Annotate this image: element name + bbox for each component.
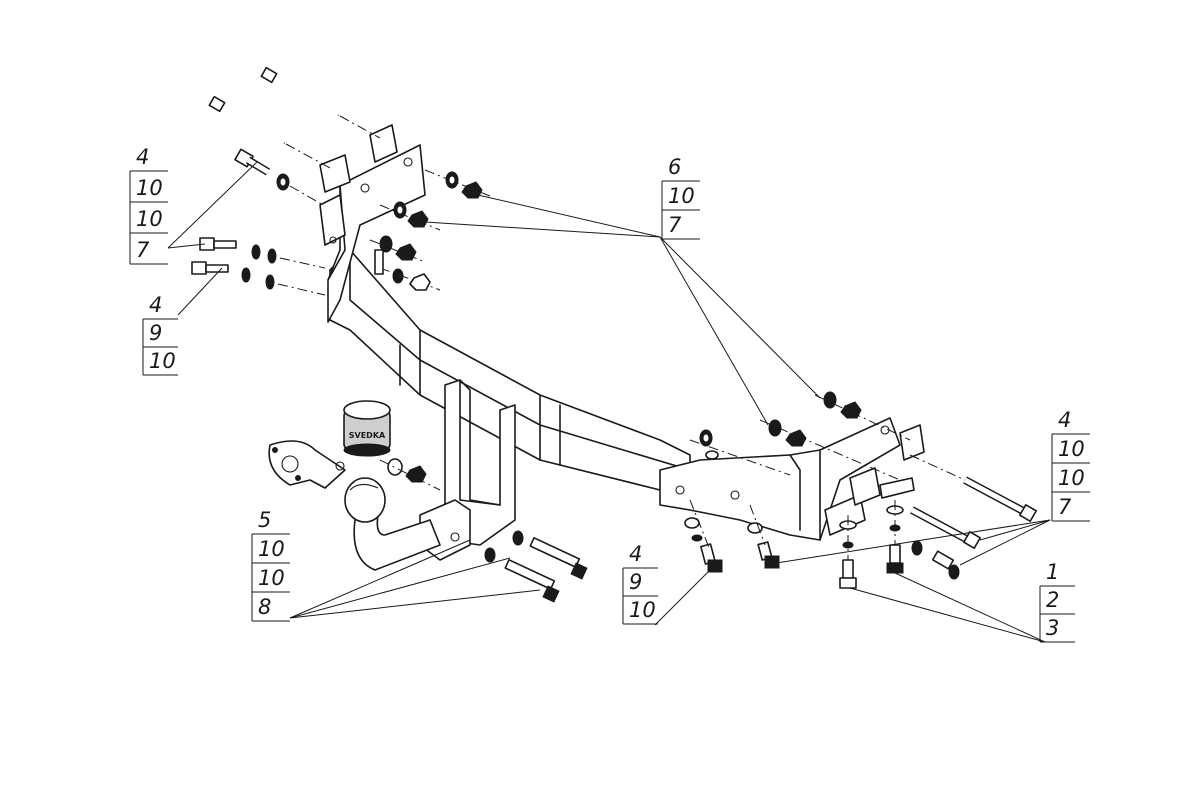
callout-bottom-left: 5 10 10 8 [251, 508, 290, 622]
callout-number: 10 [258, 537, 285, 561]
electrical-socket: SVEDKA [343, 400, 391, 457]
tow-ball-neck [344, 477, 441, 571]
callout-number: 10 [1058, 466, 1085, 490]
callout-number: 3 [1046, 616, 1059, 640]
callout-mid-left: 4 9 10 [142, 293, 178, 376]
bolt-bottom-middle [684, 499, 780, 573]
nut-washer-set [369, 169, 491, 291]
callout-number: 10 [258, 566, 285, 590]
callout-number: 5 [258, 508, 271, 532]
callout-number: 7 [1058, 495, 1072, 519]
callout-number: 4 [1058, 408, 1071, 432]
bolt-mid-left-lower [191, 261, 326, 296]
callout-number: 10 [136, 176, 163, 200]
right-mounting-bracket [659, 417, 925, 541]
tow-hook-bolts [379, 458, 588, 603]
callout-number: 10 [136, 207, 163, 231]
callout-number: 7 [136, 238, 150, 262]
socket-brand-label: SVEDKA [349, 431, 386, 440]
callout-number: 6 [668, 155, 681, 179]
leader-lines [167, 161, 1051, 643]
callout-right: 4 10 10 7 [1051, 408, 1090, 522]
callout-bottom-right: 1 2 3 [1039, 560, 1075, 643]
callout-number: 4 [629, 542, 642, 566]
callout-upper-mid: 6 10 7 [661, 155, 700, 240]
callout-number: 10 [1058, 437, 1085, 461]
nut-washer-set-right [689, 391, 911, 481]
callout-number: 8 [258, 595, 271, 619]
vertical-bolt-set [839, 500, 904, 589]
callout-number: 1 [1046, 560, 1059, 584]
callout-number: 10 [149, 349, 176, 373]
callout-stacks: 4 10 10 7 4 9 10 6 10 7 4 10 10 7 5 10 10 8 4 9 10 1 2 3 [129, 145, 1090, 643]
callout-number: 4 [149, 293, 162, 317]
long-bolt [208, 95, 331, 169]
left-mounting-bracket [319, 144, 426, 323]
callout-number: 10 [629, 598, 656, 622]
callout-number: 7 [668, 213, 682, 237]
short-bolt [234, 148, 326, 207]
callout-number: 2 [1046, 588, 1059, 612]
callout-upper-left: 4 10 10 7 [129, 145, 168, 265]
long-bolt-right-lower [910, 506, 981, 580]
square-plate-top-left [319, 124, 398, 193]
bolt-mid-left [199, 237, 326, 269]
callout-number: 10 [668, 184, 695, 208]
electrical-socket-plate [268, 440, 346, 489]
callout-number: 9 [629, 570, 642, 594]
callout-number: 4 [136, 145, 149, 169]
callout-number: 9 [149, 321, 162, 345]
callout-bottom-mid: 4 9 10 [622, 542, 658, 625]
long-bolt [260, 66, 381, 139]
long-bolt-right [909, 454, 1037, 522]
